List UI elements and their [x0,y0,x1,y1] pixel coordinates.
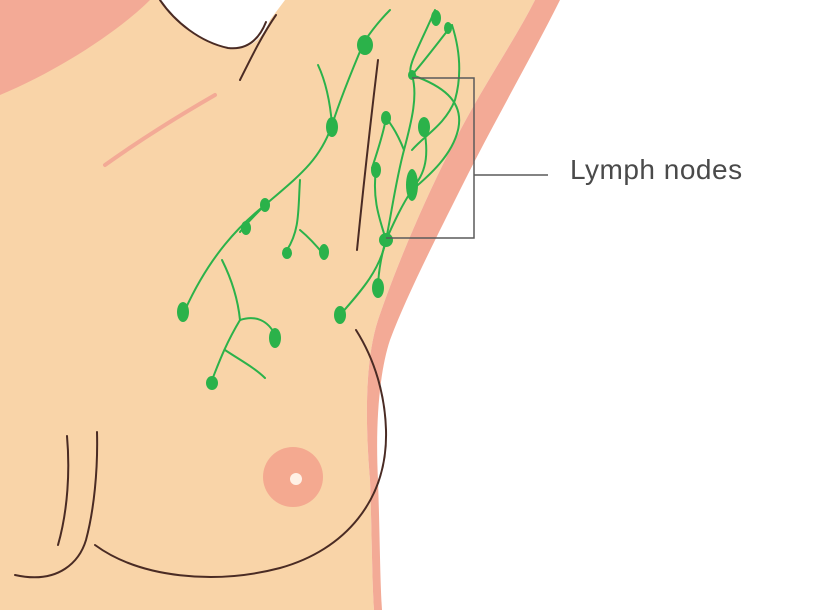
lymph-node [177,302,189,322]
lymph-node [241,221,251,235]
lymph-node [334,306,346,324]
lymph-node [269,328,281,348]
lymph-node [379,233,393,247]
lymph-node [260,198,270,212]
lymph-node [371,162,381,178]
lymph-node [357,35,373,55]
lymph-node [319,244,329,260]
lymph-node [418,117,430,137]
lymph-node [326,117,338,137]
lymph-node [372,278,384,298]
lymph-node [431,10,441,26]
nipple [290,473,302,485]
torso-skin [0,0,535,610]
lymph-node [444,22,452,34]
lymph-nodes-label: Lymph nodes [570,154,743,186]
lymph-node [206,376,218,390]
lymph-node [406,169,418,201]
lymph-node [381,111,391,125]
lymph-node [282,247,292,259]
